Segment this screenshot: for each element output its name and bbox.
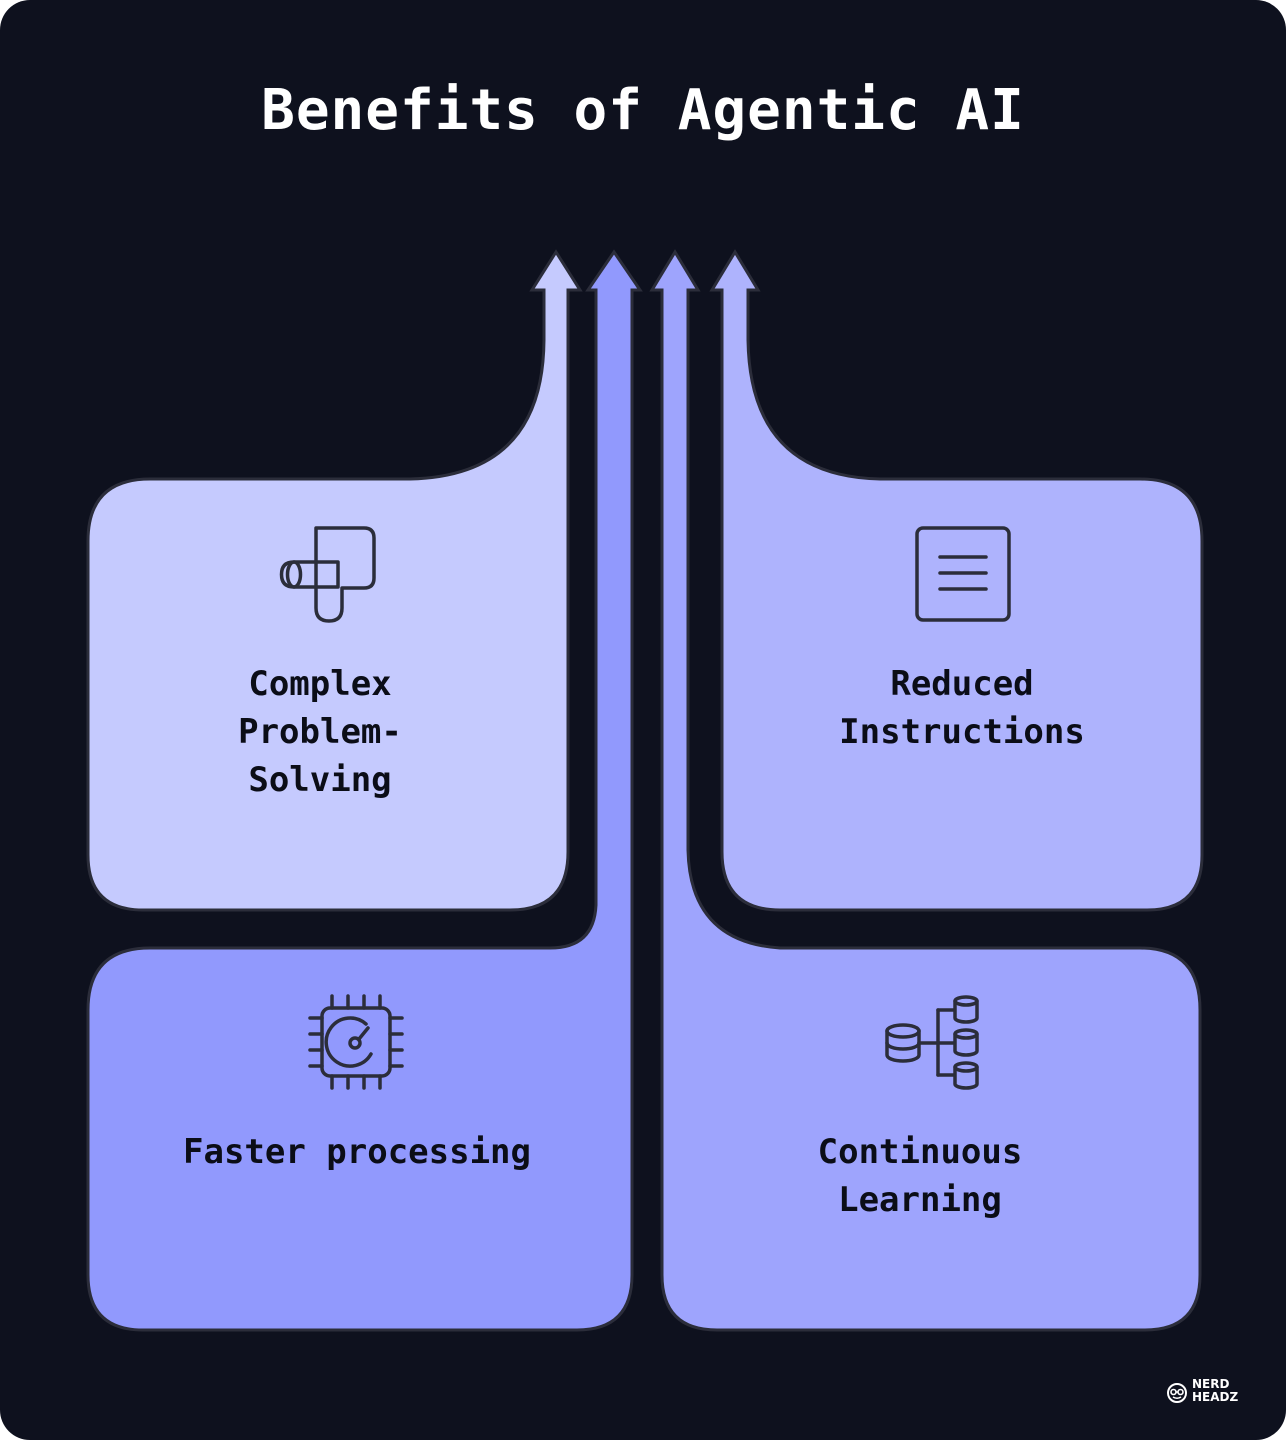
document-icon xyxy=(915,526,1011,622)
label-line: Reduced xyxy=(890,664,1034,704)
box-continuous-learning-shape xyxy=(649,249,1202,1332)
label-line: Continuous xyxy=(817,1132,1023,1172)
label-line: Faster processing xyxy=(183,1132,531,1172)
label-line: Solving xyxy=(248,760,392,800)
label-line: Complex xyxy=(248,664,392,704)
route-icon xyxy=(279,526,376,623)
brand-wordmark: NERD HEADZ xyxy=(1192,1378,1238,1404)
label-continuous-learning: Continuous Learning xyxy=(760,1128,1080,1224)
processor-gauge-icon xyxy=(308,994,404,1090)
label-complex-problem-solving: Complex Problem- Solving xyxy=(150,660,490,804)
database-tree-icon xyxy=(885,995,979,1090)
page-title: Benefits of Agentic AI xyxy=(261,78,1025,143)
label-line: Instructions xyxy=(839,712,1085,752)
label-line: Problem- xyxy=(238,712,402,752)
box-complex-problem-solving-shape xyxy=(86,249,583,912)
label-line: Learning xyxy=(838,1180,1002,1220)
nerd-face-icon xyxy=(1167,1383,1187,1403)
label-reduced-instructions: Reduced Instructions xyxy=(780,660,1144,756)
box-reduced-instructions-shape xyxy=(709,249,1204,912)
label-faster-processing: Faster processing xyxy=(110,1128,604,1176)
box-faster-processing-shape xyxy=(86,249,643,1332)
brand-line: HEADZ xyxy=(1192,1390,1239,1404)
brand-logo: NERD HEADZ xyxy=(1166,1378,1256,1408)
brand-line: NERD xyxy=(1192,1377,1230,1391)
